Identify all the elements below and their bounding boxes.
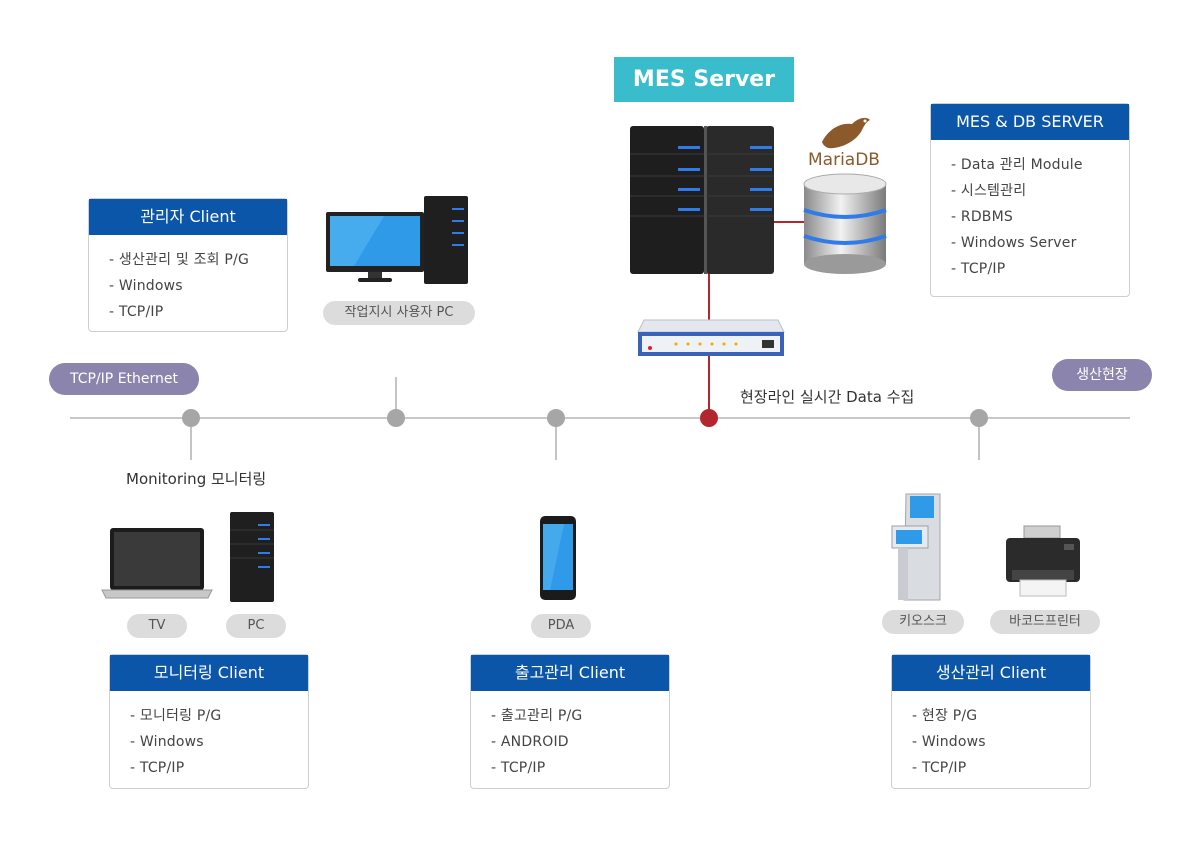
- monitoring-client-card: 모니터링 Client - 모니터링 P/G - Windows - TCP/I…: [109, 654, 309, 789]
- mes-db-server-list: - Data 관리 Module - 시스템관리 - RDBMS - Windo…: [931, 140, 1129, 282]
- kiosk-icon: [891, 493, 941, 601]
- production-client-list: - 현장 P/G - Windows - TCP/IP: [892, 691, 1090, 781]
- pda-phone-icon: [540, 516, 576, 600]
- list-item: - 생산관리 및 조회 P/G: [109, 252, 250, 268]
- list-item: - 출고관리 P/G: [491, 708, 583, 724]
- node-worker-pc: [387, 409, 405, 427]
- kiosk-tag: 키오스크: [882, 610, 964, 634]
- server-rack-icon: [630, 126, 774, 274]
- tower-pc-icon: [230, 512, 274, 602]
- monitoring-label: Monitoring 모니터링: [126, 470, 267, 488]
- desktop-pc-icon: [326, 196, 468, 284]
- list-item: - TCP/IP: [912, 760, 967, 776]
- list-item: - 현장 P/G: [912, 708, 978, 724]
- barcode-printer-tag: 바코드프린터: [990, 610, 1100, 634]
- pda-tag: PDA: [531, 614, 591, 638]
- production-client-title: 생산관리 Client: [892, 655, 1090, 691]
- pc-tag: PC: [226, 614, 286, 638]
- monitoring-client-list: - 모니터링 P/G - Windows - TCP/IP: [110, 691, 308, 781]
- list-item: - TCP/IP: [109, 304, 164, 320]
- node-pda: [547, 409, 565, 427]
- mariadb-seal-icon: [822, 117, 870, 149]
- worker-pc-tag: 작업지시 사용자 PC: [323, 301, 475, 325]
- network-switch-icon: [637, 319, 785, 356]
- mes-server-title: MES Server: [614, 57, 794, 102]
- shipping-client-list: - 출고관리 P/G - ANDROID - TCP/IP: [471, 691, 669, 781]
- list-item: - ANDROID: [491, 734, 569, 750]
- mes-db-server-title: MES & DB SERVER: [931, 104, 1129, 140]
- database-icon: [803, 173, 887, 274]
- monitoring-client-title: 모니터링 Client: [110, 655, 308, 691]
- list-item: - Data 관리 Module: [951, 157, 1083, 173]
- tcpip-ethernet-pill: TCP/IP Ethernet: [49, 363, 199, 395]
- list-item: - 모니터링 P/G: [130, 708, 222, 724]
- mes-db-server-card: MES & DB SERVER - Data 관리 Module - 시스템관리…: [930, 103, 1130, 297]
- node-production: [970, 409, 988, 427]
- list-item: - RDBMS: [951, 209, 1013, 225]
- laptop-icon: [101, 528, 213, 599]
- production-site-pill: 생산현장: [1052, 359, 1152, 391]
- barcode-printer-icon: [1006, 525, 1080, 597]
- list-item: - Windows: [130, 734, 204, 750]
- node-monitoring: [182, 409, 200, 427]
- production-client-card: 생산관리 Client - 현장 P/G - Windows - TCP/IP: [891, 654, 1091, 789]
- list-item: - TCP/IP: [491, 760, 546, 776]
- mariadb-label: MariaDB: [808, 150, 880, 170]
- admin-client-title: 관리자 Client: [89, 199, 287, 235]
- list-item: - Windows: [912, 734, 986, 750]
- shipping-client-title: 출고관리 Client: [471, 655, 669, 691]
- list-item: - Windows: [109, 278, 183, 294]
- list-item: - TCP/IP: [951, 261, 1006, 277]
- tv-tag: TV: [127, 614, 187, 638]
- list-item: - Windows Server: [951, 235, 1077, 251]
- admin-client-card: 관리자 Client - 생산관리 및 조회 P/G - Windows - T…: [88, 198, 288, 332]
- realtime-collect-label: 현장라인 실시간 Data 수집: [740, 388, 915, 406]
- shipping-client-card: 출고관리 Client - 출고관리 P/G - ANDROID - TCP/I…: [470, 654, 670, 789]
- list-item: - 시스템관리: [951, 183, 1027, 199]
- node-mes-server: [700, 409, 718, 427]
- list-item: - TCP/IP: [130, 760, 185, 776]
- admin-client-list: - 생산관리 및 조회 P/G - Windows - TCP/IP: [89, 235, 287, 325]
